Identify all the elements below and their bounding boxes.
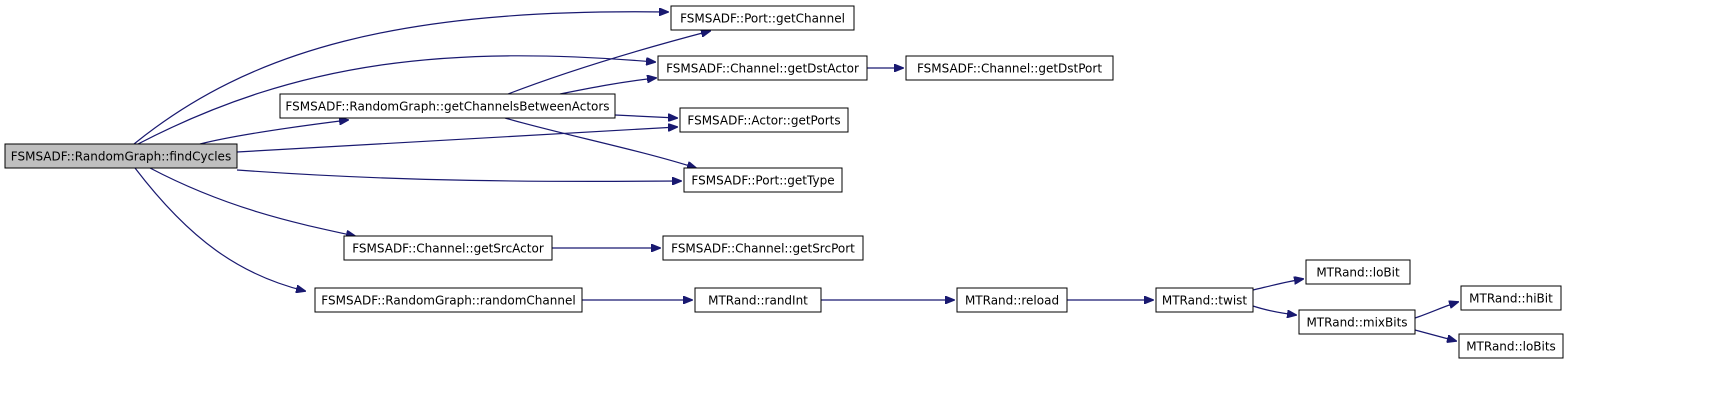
node-actor-getports[interactable]: FSMSADF::Actor::getPorts	[679, 107, 849, 133]
edge-n0-to-n7	[149, 167, 355, 236]
node-label: FSMSADF::RandomGraph::randomChannel	[321, 294, 575, 308]
edge-n14-to-n16	[1414, 329, 1456, 341]
edge-n4-to-n5	[614, 115, 677, 118]
node-label: FSMSADF::Actor::getPorts	[687, 114, 840, 128]
node-box	[670, 5, 855, 31]
node-mtrand-randint[interactable]: MTRand::randInt	[694, 287, 822, 313]
node-port-getchannel[interactable]: FSMSADF::Port::getChannel	[670, 5, 855, 31]
edge-n14-to-n15	[1414, 302, 1458, 319]
edge-n12-to-n14	[1252, 305, 1296, 315]
node-mtrand-hibit[interactable]: MTRand::hiBit	[1460, 285, 1562, 311]
node-box	[4, 143, 238, 169]
node-mtrand-lobit[interactable]: MTRand::loBit	[1305, 259, 1411, 285]
edge-n12-to-n13	[1252, 279, 1303, 291]
node-label: MTRand::loBit	[1316, 266, 1400, 280]
node-label: FSMSADF::Port::getChannel	[680, 12, 845, 26]
node-label: FSMSADF::Channel::getDstActor	[666, 62, 859, 76]
node-box	[1298, 309, 1416, 335]
node-box	[694, 287, 822, 313]
node-label: FSMSADF::Channel::getSrcActor	[352, 242, 544, 256]
nodes-layer: FSMSADF::RandomGraph::findCycles FSMSADF…	[4, 5, 1564, 359]
node-channel-getdstactor[interactable]: FSMSADF::Channel::getDstActor	[657, 55, 868, 81]
node-box	[343, 235, 553, 261]
edge-n4-to-n1	[507, 31, 710, 95]
edge-n0-to-n1	[133, 12, 668, 145]
edge-n0-to-n4	[199, 120, 348, 145]
node-mtrand-mixbits[interactable]: MTRand::mixBits	[1298, 309, 1416, 335]
node-label: MTRand::hiBit	[1469, 292, 1553, 306]
node-box	[683, 167, 843, 193]
node-box	[314, 287, 583, 313]
edge-n0-to-n5	[236, 127, 677, 153]
node-box	[679, 107, 849, 133]
node-label: MTRand::twist	[1162, 294, 1248, 308]
node-channel-getdstport[interactable]: FSMSADF::Channel::getDstPort	[905, 55, 1114, 81]
node-label: FSMSADF::RandomGraph::findCycles	[11, 150, 231, 164]
node-port-gettype[interactable]: FSMSADF::Port::getType	[683, 167, 843, 193]
node-box	[279, 93, 616, 119]
node-channel-getsrcport[interactable]: FSMSADF::Channel::getSrcPort	[662, 235, 864, 261]
node-randomchannel[interactable]: FSMSADF::RandomGraph::randomChannel	[314, 287, 583, 313]
node-label: MTRand::mixBits	[1306, 316, 1407, 330]
edge-n4-to-n2	[559, 78, 656, 95]
node-box	[1155, 287, 1254, 313]
node-label: FSMSADF::Channel::getSrcPort	[671, 242, 855, 256]
node-mtrand-twist[interactable]: MTRand::twist	[1155, 287, 1254, 313]
node-box	[662, 235, 864, 261]
node-getchannelsbetweenactors[interactable]: FSMSADF::RandomGraph::getChannelsBetween…	[279, 93, 616, 119]
node-label: FSMSADF::Channel::getDstPort	[917, 62, 1102, 76]
node-label: MTRand::loBits	[1466, 340, 1556, 354]
node-label: FSMSADF::Port::getType	[691, 174, 834, 188]
node-label: MTRand::randInt	[708, 294, 808, 308]
node-channel-getsrcactor[interactable]: FSMSADF::Channel::getSrcActor	[343, 235, 553, 261]
node-findcycles[interactable]: FSMSADF::RandomGraph::findCycles	[4, 143, 238, 169]
node-label: MTRand::reload	[965, 294, 1059, 308]
node-box	[905, 55, 1114, 81]
edge-n0-to-n9	[134, 167, 305, 291]
node-box	[1305, 259, 1411, 285]
node-label: FSMSADF::RandomGraph::getChannelsBetween…	[285, 100, 609, 114]
node-box	[956, 287, 1068, 313]
node-box	[1458, 333, 1564, 359]
edges-layer	[133, 12, 1458, 341]
node-box	[1460, 285, 1562, 311]
edge-n0-to-n2	[137, 55, 655, 145]
node-box	[657, 55, 868, 81]
node-mtrand-reload[interactable]: MTRand::reload	[956, 287, 1068, 313]
node-mtrand-lobits[interactable]: MTRand::loBits	[1458, 333, 1564, 359]
edge-n0-to-n6	[236, 169, 681, 181]
edge-n4-to-n6	[504, 117, 696, 168]
